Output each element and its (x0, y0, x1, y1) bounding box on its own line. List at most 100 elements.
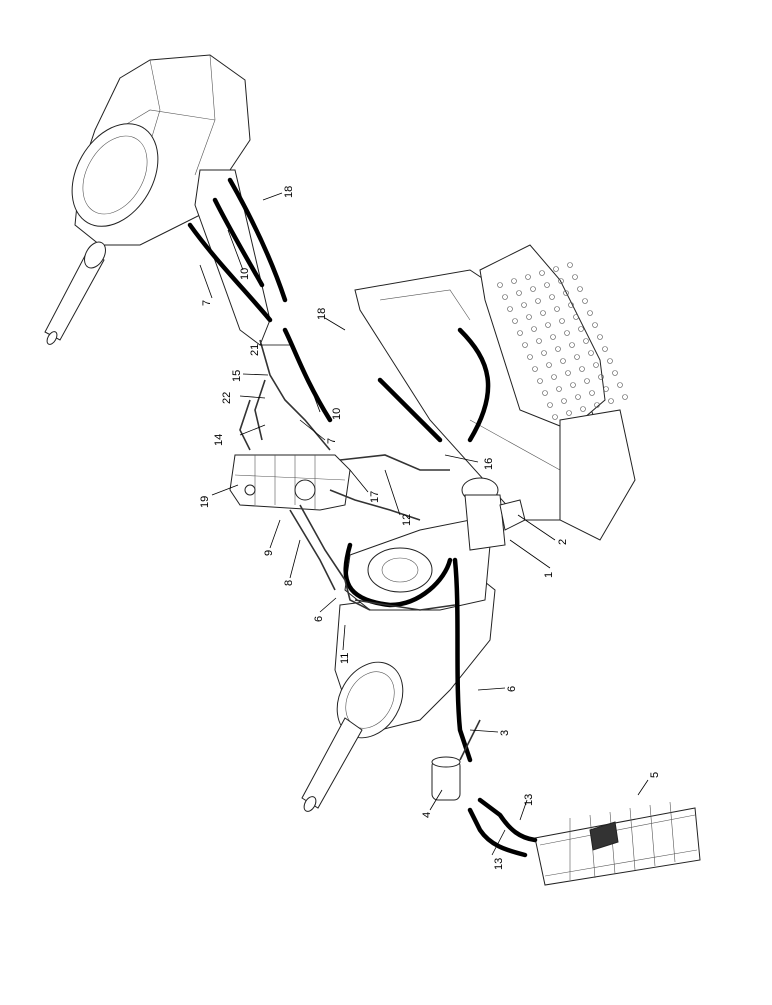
guard-perforation (564, 330, 570, 336)
guard-perforation (568, 302, 574, 308)
guard-perforation (574, 354, 580, 360)
guard-perforation (560, 358, 566, 364)
guard-perforation (570, 382, 576, 388)
guard-perforation (573, 314, 579, 320)
guard-perforation (553, 266, 559, 272)
callout-label: 6 (506, 686, 518, 692)
guard-perforation (527, 354, 533, 360)
guard-perforation (597, 334, 603, 340)
callout-label: 18 (283, 186, 295, 198)
guard-perforation (551, 374, 557, 380)
callout-label: 18 (316, 308, 328, 320)
guard-perforation (567, 262, 573, 268)
guard-perforation (535, 298, 541, 304)
callout-label: 13 (523, 794, 535, 806)
guard-perforation (549, 294, 555, 300)
perforated-guard (479, 244, 628, 431)
guard-perforation (532, 366, 538, 372)
callout-label: 9 (263, 550, 275, 556)
callout-label: 6 (313, 616, 325, 622)
callout-label: 12 (401, 514, 413, 526)
callout-label: 1 (543, 572, 555, 578)
guard-perforation (530, 286, 536, 292)
guard-perforation (552, 414, 558, 420)
guard-perforation (539, 270, 545, 276)
callout-label: 2 (557, 539, 569, 545)
guard-perforation (589, 390, 595, 396)
callout-label: 3 (499, 730, 511, 736)
guard-perforation (584, 378, 590, 384)
guard-perforation (566, 410, 572, 416)
guard-perforation (622, 394, 628, 400)
callout-label: 10 (331, 408, 343, 420)
callout-label: 21 (249, 344, 261, 356)
callout-label: 22 (221, 392, 233, 404)
callout-label: 7 (201, 300, 213, 306)
callout-label: 13 (493, 858, 505, 870)
guard-perforation (577, 286, 583, 292)
guard-perforation (531, 326, 537, 332)
callout-leaders (199, 192, 649, 856)
guard-perforation (558, 278, 564, 284)
guard-perforation (559, 318, 565, 324)
callout-label: 14 (213, 434, 225, 446)
guard-perforation (544, 282, 550, 288)
guard-perforation (607, 358, 613, 364)
callout-label: 17 (369, 491, 381, 503)
guard-perforation (555, 346, 561, 352)
callout-label: 7 (326, 438, 338, 444)
guard-perforation (502, 294, 508, 300)
guard-perforation (575, 394, 581, 400)
control-valve-block (229, 454, 351, 511)
guard-perforation (546, 362, 552, 368)
guard-perforation (550, 334, 556, 340)
callout-label: 10 (239, 268, 251, 280)
guard-perforation (507, 306, 513, 312)
oil-filter (431, 756, 461, 801)
guard-perforation (569, 342, 575, 348)
guard-perforation (578, 326, 584, 332)
guard-perforation (541, 350, 547, 356)
guard-perforation (517, 330, 523, 336)
callout-label: 15 (231, 370, 243, 382)
guard-perforation (545, 322, 551, 328)
guard-perforation (592, 322, 598, 328)
guard-perforation (602, 346, 608, 352)
guard-perforation (583, 338, 589, 344)
rear-axle-housing (44, 54, 271, 346)
guard-perforation (522, 342, 528, 348)
rear-guard-plate (559, 409, 636, 541)
guard-perforation (526, 314, 532, 320)
guard-perforation (554, 306, 560, 312)
guard-perforation (512, 318, 518, 324)
guard-perforation (525, 274, 531, 280)
callout-label: 8 (283, 580, 295, 586)
guard-perforation (542, 390, 548, 396)
guard-perforation (536, 338, 542, 344)
guard-perforation (588, 350, 594, 356)
guard-perforation (594, 402, 600, 408)
callout-label: 11 (339, 653, 351, 664)
guard-perforation (593, 362, 599, 368)
guard-perforation (580, 406, 586, 412)
guard-perforation (565, 370, 571, 376)
guard-perforation (540, 310, 546, 316)
guard-perforation (556, 386, 562, 392)
transmission-housing (344, 519, 491, 611)
guard-perforation (617, 382, 623, 388)
oil-cooler (534, 801, 701, 886)
steel-tubes (239, 339, 481, 761)
callout-label: 16 (483, 458, 495, 470)
callout-labels: 1 2 3 4 5 6 6 7 7 8 9 10 10 11 12 13 13 … (199, 186, 661, 870)
guard-perforation (561, 398, 567, 404)
guard-perforation (521, 302, 527, 308)
guard-perforation (608, 398, 614, 404)
callout-label: 5 (649, 772, 661, 778)
guard-perforation (547, 402, 553, 408)
guard-perforation (598, 374, 604, 380)
guard-perforation (563, 290, 569, 296)
guard-perforation (579, 366, 585, 372)
guard-perforation (612, 370, 618, 376)
